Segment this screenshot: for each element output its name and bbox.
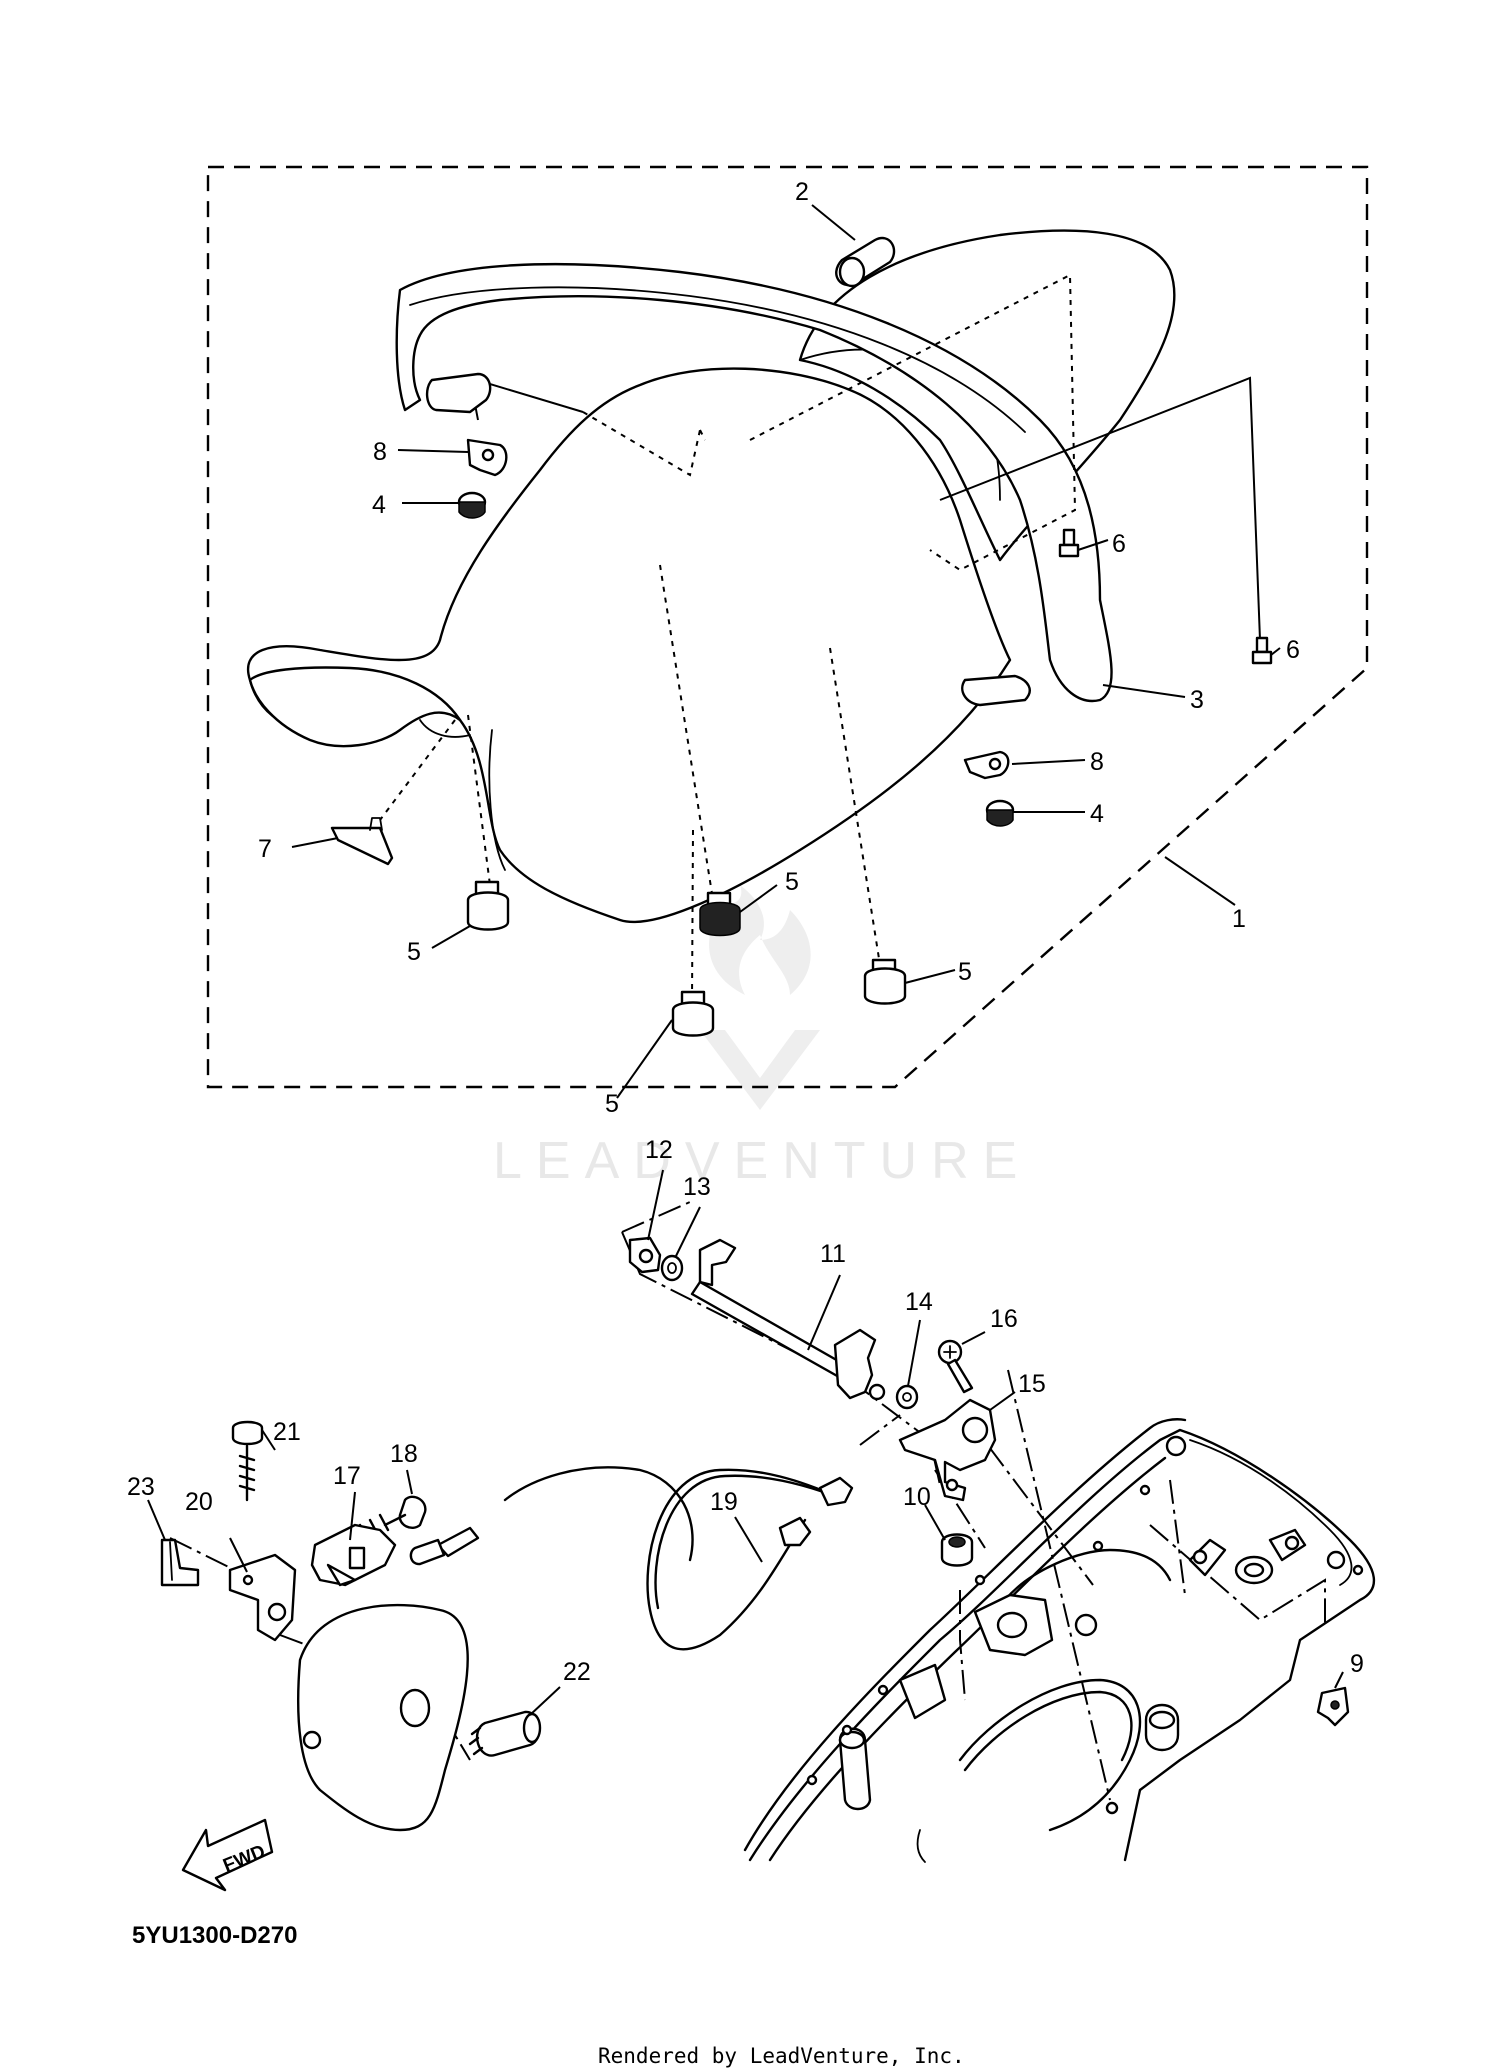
callout-leaders: [147, 204, 1344, 1716]
part-13-washer: [660, 1254, 684, 1282]
callout-20: 20: [185, 1488, 213, 1516]
part-8-bracket-right: [961, 674, 1031, 780]
callout-14: 14: [905, 1288, 933, 1316]
callout-6-upper: 6: [1112, 530, 1126, 558]
part-10-grommet: [940, 1533, 974, 1567]
part-6-bolt-upper: [1058, 528, 1080, 558]
callout-8-left: 8: [373, 438, 387, 466]
callout-5-a: 5: [407, 938, 421, 966]
side-cover: [297, 1603, 469, 1832]
callout-9: 9: [1350, 1650, 1364, 1678]
callout-5-b: 5: [785, 868, 799, 896]
part-18-bolt: [358, 1495, 427, 1542]
seat: [247, 229, 1176, 924]
callout-labels: 1 2 3 4 4 5 5 5 5 5 6 6 7 8 8 9 10 11 12…: [127, 178, 1364, 1686]
callout-17: 17: [333, 1462, 361, 1490]
part-5-damper-3: [863, 958, 907, 1005]
footer-credit: Rendered by LeadVenture, Inc.: [598, 2044, 965, 2068]
latch-ref-line-10: [959, 1590, 966, 1701]
part-7-clip: [330, 817, 394, 866]
part-12-hook: [628, 1236, 662, 1274]
callout-5-d: 5: [958, 958, 972, 986]
part-16-screw: [937, 1339, 974, 1394]
callout-8-right: 8: [1090, 748, 1104, 776]
part-9-clip: [1316, 1686, 1350, 1727]
latch-ref-line-8: [169, 1537, 321, 1651]
callout-15: 15: [1018, 1370, 1046, 1398]
part-6-bolt-lower: [1251, 636, 1273, 665]
diagram-code: 5YU1300-D270: [132, 1922, 297, 1949]
callout-2: 2: [795, 178, 809, 206]
callout-6-lower: 6: [1286, 636, 1300, 664]
part-23-clip: [160, 1538, 200, 1587]
callout-11: 11: [820, 1240, 846, 1268]
part-20-bracket: [228, 1553, 297, 1642]
callout-4-right: 4: [1090, 800, 1104, 828]
callout-12: 12: [645, 1136, 673, 1164]
watermark-text: LEADVENTURE: [493, 1132, 1031, 1190]
callout-22: 22: [563, 1658, 591, 1686]
part-17-bracket: [310, 1523, 397, 1587]
part-22-lock: [468, 1710, 542, 1757]
callout-5-c: 5: [605, 1090, 619, 1118]
part-19-cable: [409, 1466, 854, 1651]
part-8-bracket-left: [425, 372, 508, 477]
callout-18: 18: [390, 1440, 418, 1468]
callout-7: 7: [258, 835, 272, 863]
part-14-washer: [895, 1384, 919, 1410]
part-15-latch: [898, 1398, 997, 1502]
hull-frame: [743, 1418, 1375, 1863]
part-21-bolt: [231, 1420, 264, 1502]
latch-ref-line-6: [1007, 1369, 1111, 1801]
part-5-damper-2: [699, 891, 741, 937]
seat-mount-line-right: [939, 376, 1261, 641]
callout-1: 1: [1232, 905, 1246, 933]
callout-23: 23: [127, 1473, 155, 1501]
callout-19: 19: [710, 1488, 738, 1516]
callout-13: 13: [683, 1173, 711, 1201]
part-5-damper-1: [466, 880, 510, 931]
fwd-arrow-icon: FWD: [181, 1818, 274, 1892]
leadventure-watermark: LEADVENTURE: [493, 885, 1031, 1190]
part-11-rod: [690, 1238, 886, 1401]
callout-3: 3: [1190, 686, 1204, 714]
part-4-nut-right: [985, 799, 1015, 827]
callout-10: 10: [903, 1483, 931, 1511]
seat-hidden-lines: [379, 273, 1077, 1001]
callout-16: 16: [990, 1305, 1018, 1333]
seat-assembly-outline: [206, 165, 1369, 1089]
part-4-nut-left: [457, 491, 487, 519]
part-2-grommet: [835, 236, 896, 288]
part-5-damper-4: [671, 990, 715, 1037]
latch-ref-line-7: [859, 1414, 901, 1446]
latch-ref-line-4: [1169, 1479, 1186, 1596]
callout-21: 21: [273, 1418, 301, 1446]
callout-4-left: 4: [372, 491, 386, 519]
